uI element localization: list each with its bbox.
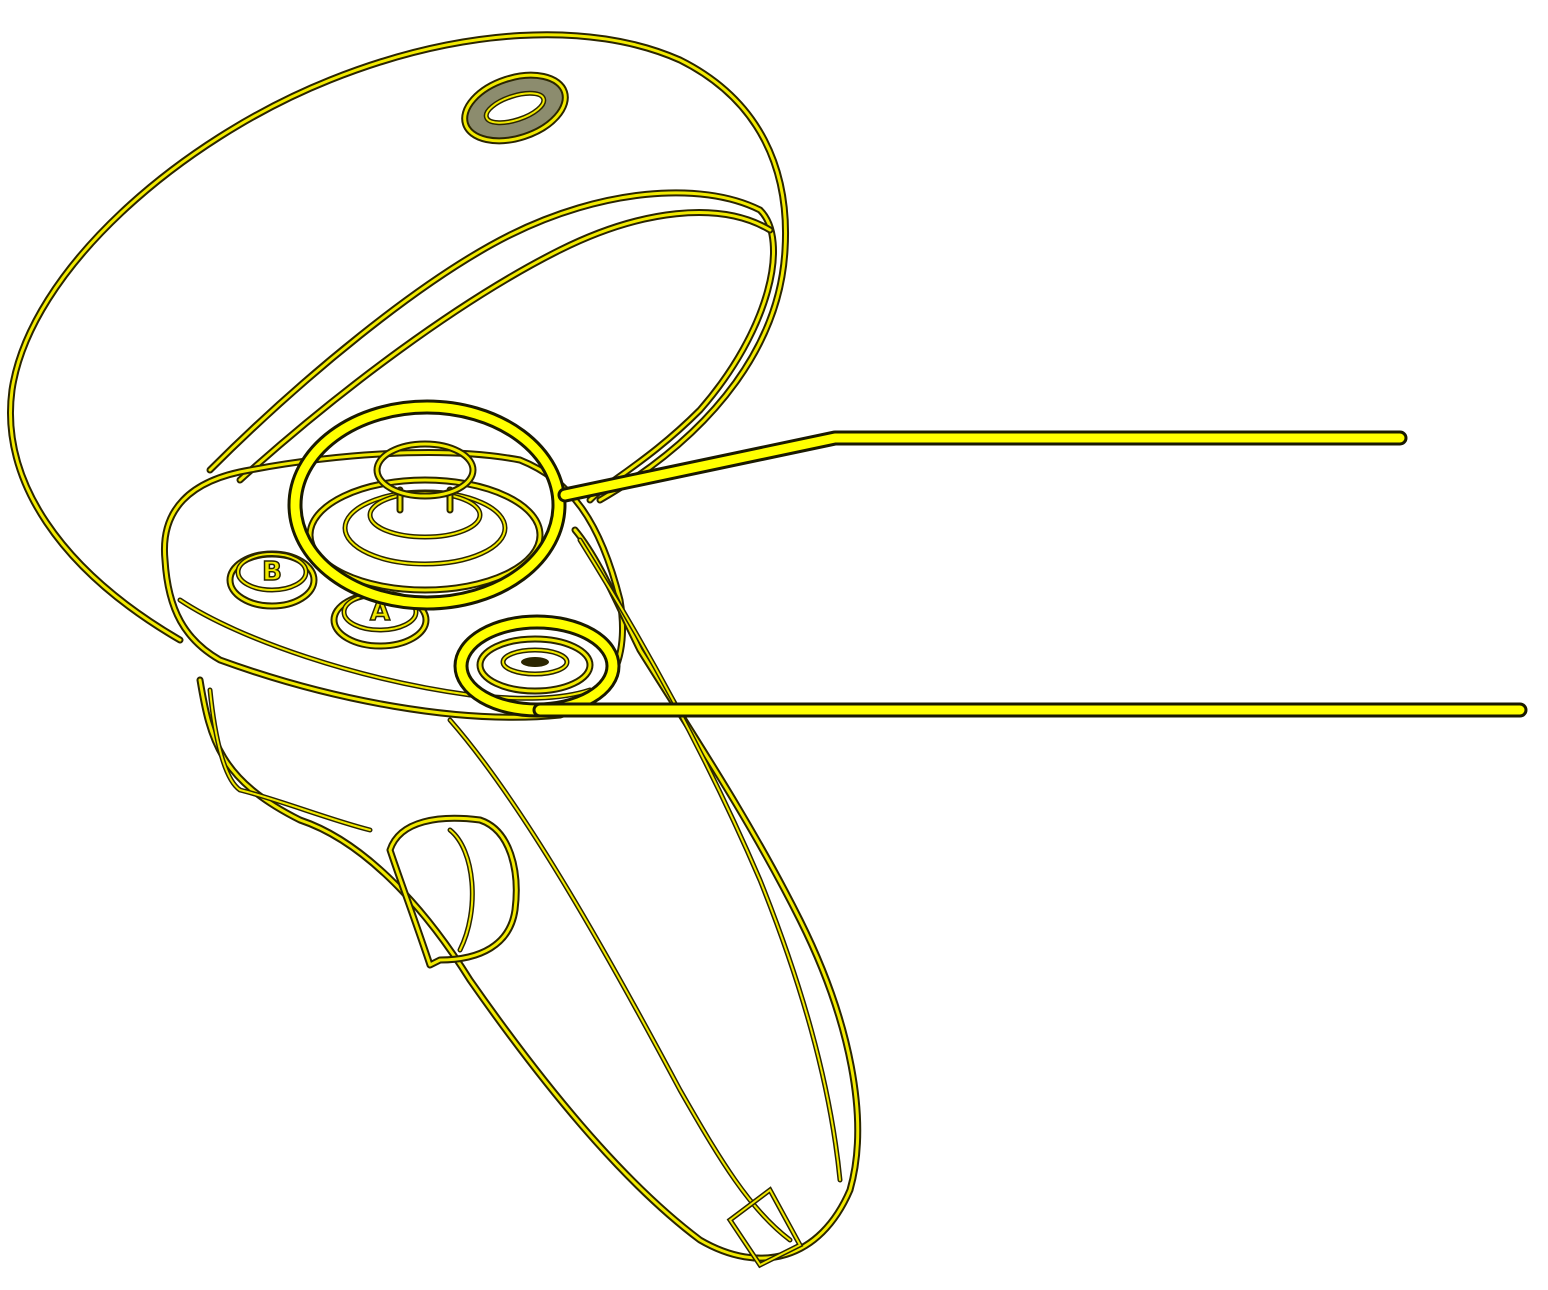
thumbstick-icon bbox=[310, 444, 540, 590]
grip-trigger-icon bbox=[210, 690, 516, 965]
callout-thumbstick bbox=[295, 407, 1400, 603]
b-button-icon: B bbox=[230, 554, 314, 606]
b-button-label: B bbox=[262, 557, 282, 587]
system-button-icon bbox=[456, 63, 573, 152]
tracking-ring bbox=[10, 35, 785, 640]
menu-button-icon bbox=[480, 639, 590, 691]
